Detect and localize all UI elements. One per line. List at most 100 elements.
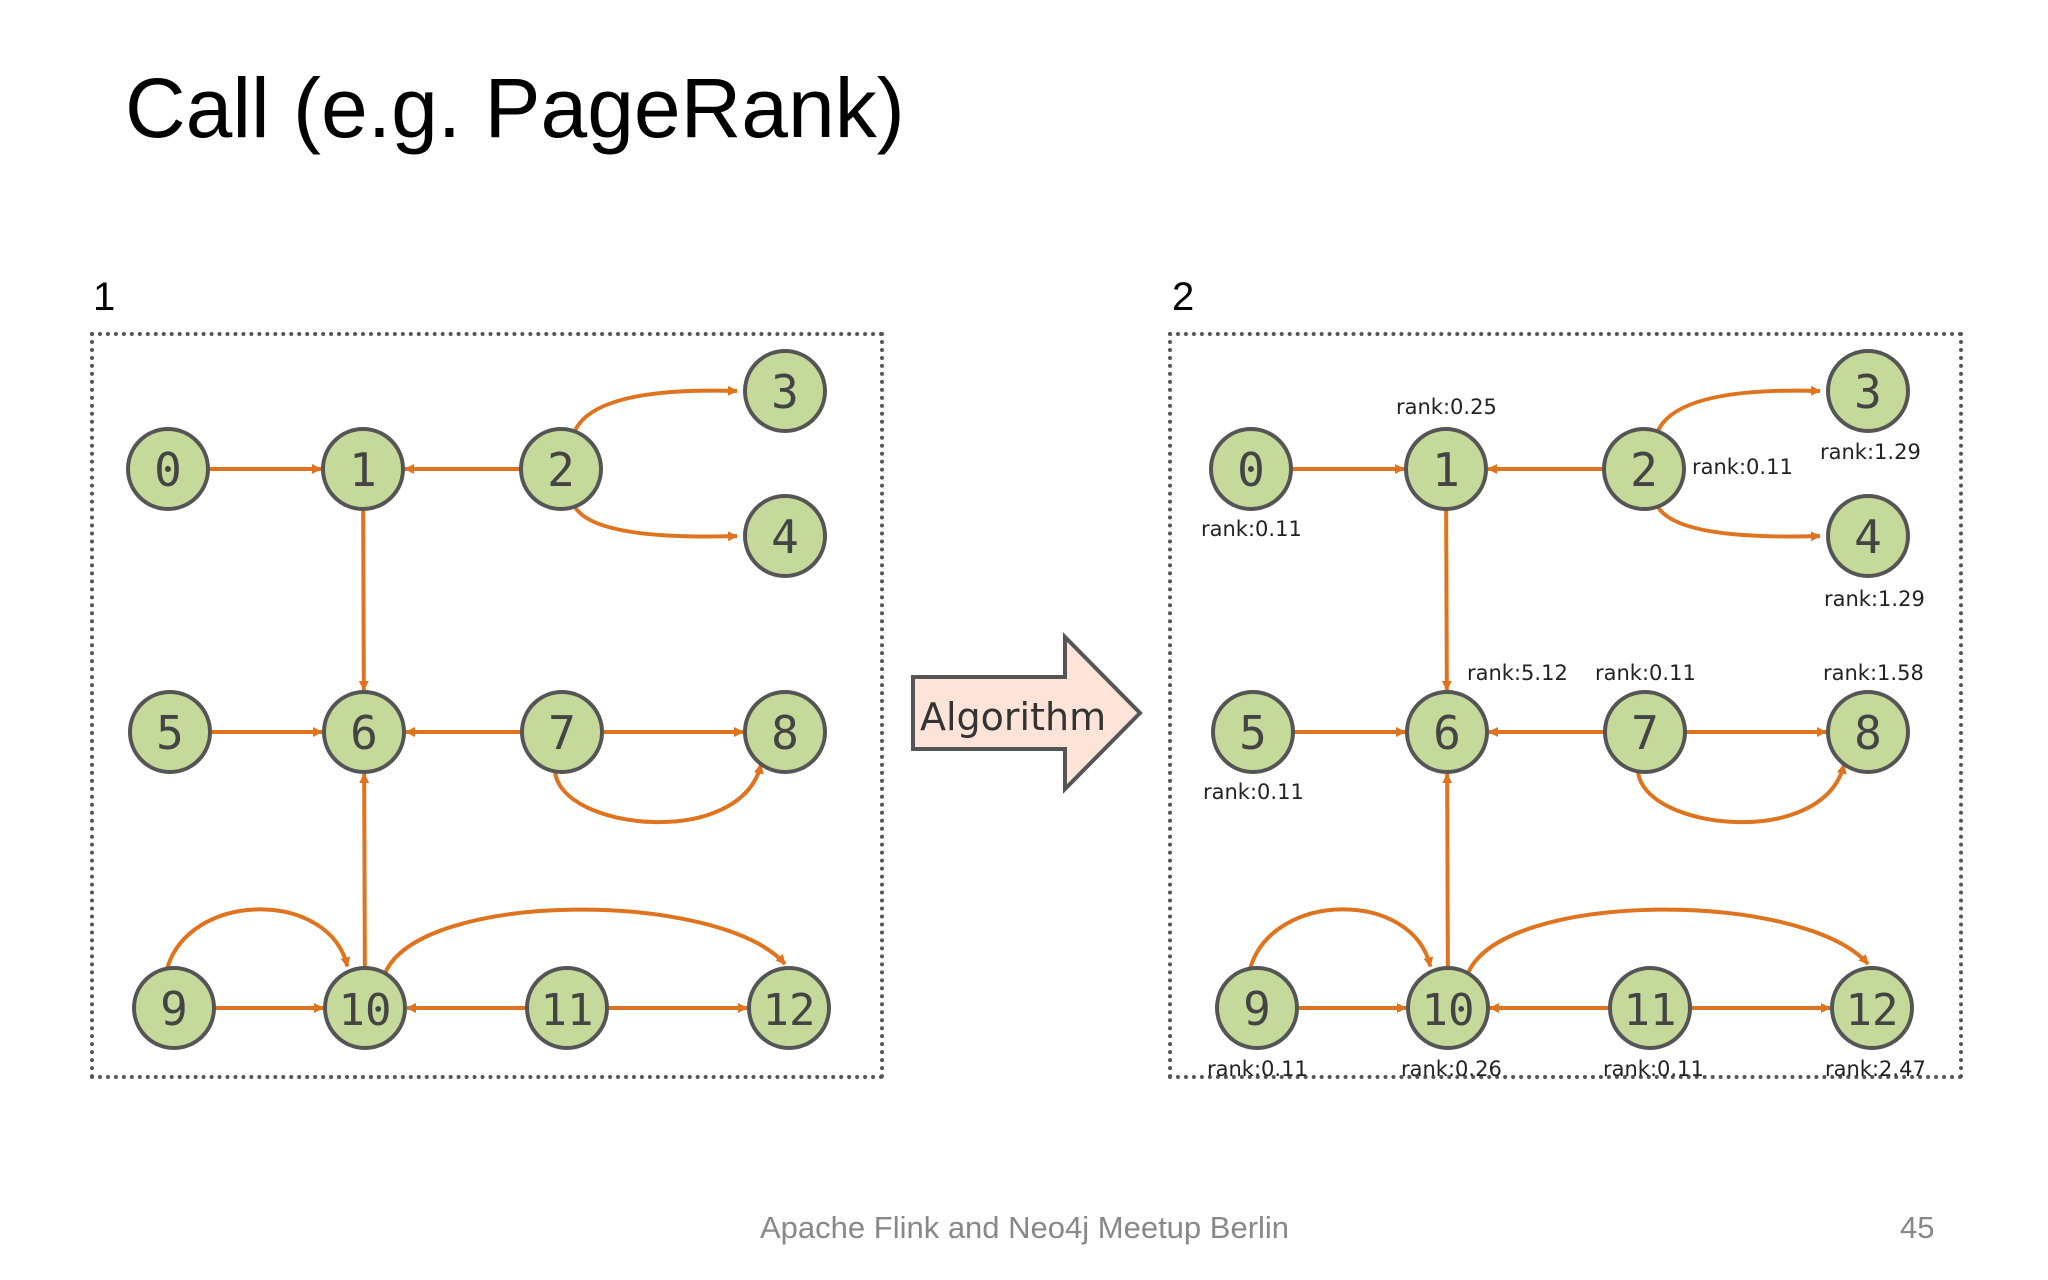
panel-2-edge-10-to-6 [1442, 773, 1453, 969]
panel-1-node-7-circle [520, 690, 604, 774]
panel-2-edge-2-to-3 [1655, 385, 1821, 433]
panel-1-node-10: 10 [323, 966, 407, 1050]
panel-1-edge-2-to-3 [572, 385, 738, 433]
panel-1-node-10-circle [323, 966, 407, 1050]
panel-1-node-9-circle [132, 966, 216, 1050]
panel-1-node-3-circle [743, 349, 827, 433]
panel-2-node-8: 8 [1826, 690, 1910, 774]
panel-2-node-6-label: 6 [1433, 706, 1461, 760]
rank-label-3: rank:1.29 [1820, 440, 1921, 464]
rank-label-7: rank:0.11 [1595, 661, 1696, 685]
rank-label-2: rank:0.11 [1692, 455, 1793, 479]
panel-2-node-0: 0 [1209, 427, 1293, 511]
panel-2-node-10-label: 10 [1422, 985, 1475, 1036]
panel-1-node-0-circle [126, 427, 210, 511]
panel-1-node-1: 1 [321, 427, 405, 511]
panel-2-node-12-circle [1830, 966, 1914, 1050]
panel-2-node-8-label: 8 [1854, 706, 1882, 760]
panel-2-node-2-circle [1602, 427, 1686, 511]
panel-2-node-6-circle [1405, 690, 1489, 774]
panel-1-node-3-label: 3 [771, 365, 799, 419]
panel-1-node-0: 0 [126, 427, 210, 511]
panel-1-node-6: 6 [322, 690, 406, 774]
panel-1-node-11-circle [525, 966, 609, 1050]
rank-label-9: rank:0.11 [1207, 1057, 1308, 1081]
panel-1-node-12-label: 12 [763, 985, 816, 1036]
panel-2-node-0-circle [1209, 427, 1293, 511]
panel-1-node-10-label: 10 [339, 985, 392, 1036]
panel-2-node-3-label: 3 [1854, 365, 1882, 419]
rank-label-6: rank:5.12 [1467, 661, 1568, 685]
slide-title: Call (e.g. PageRank) [125, 61, 905, 155]
panel-2-node-9: 9 [1215, 966, 1299, 1050]
panel-2-node-4-label: 4 [1854, 510, 1882, 564]
panel-1-node-12: 12 [747, 966, 831, 1050]
rank-label-8: rank:1.58 [1823, 661, 1924, 685]
panel-2-node-11-label: 11 [1624, 985, 1677, 1036]
panel-2-node-6: 6 [1405, 690, 1489, 774]
panel-2-node-11: 11 [1608, 966, 1692, 1050]
panel-1-edge-9-to-10 [165, 907, 351, 970]
panel-1-number: 1 [93, 275, 116, 319]
panel-1-node-4-circle [743, 494, 827, 578]
panel-1-edge-10-to-6 [359, 773, 370, 969]
panel-2-node-12-label: 12 [1846, 985, 1899, 1036]
panel-1-node-3: 3 [743, 349, 827, 433]
panel-1-node-6-circle [322, 690, 406, 774]
panel-1-node-4-label: 4 [771, 510, 799, 564]
panel-2-node-7-label: 7 [1631, 706, 1659, 760]
panel-2-node-1-circle [1404, 427, 1488, 511]
panel-1-node-2-circle [519, 427, 603, 511]
panel-1-node-1-circle [321, 427, 405, 511]
panel-1-node-11: 11 [525, 966, 609, 1050]
rank-label-5: rank:0.11 [1203, 780, 1304, 804]
rank-label-1: rank:0.25 [1396, 395, 1497, 419]
panel-2-edge-10-to-12 [1466, 907, 1870, 975]
edges-layer [165, 385, 1870, 1013]
panel-2-node-2-label: 2 [1630, 443, 1658, 497]
panel-1-node-2: 2 [519, 427, 603, 511]
panel-1-edge-2-to-4 [572, 505, 738, 542]
panel-2-node-4: 4 [1826, 494, 1910, 578]
panel-2-node-5-label: 5 [1239, 706, 1267, 760]
panel-1-node-7-label: 7 [548, 706, 576, 760]
panel-1-node-0-label: 0 [154, 443, 182, 497]
panel-2-node-9-label: 9 [1243, 982, 1271, 1036]
algorithm-arrow: Algorithm [911, 632, 1143, 794]
panel-1-node-7: 7 [520, 690, 604, 774]
panel-1-node-4: 4 [743, 494, 827, 578]
panel-2-box [1168, 332, 1963, 1079]
rank-label-4: rank:1.29 [1824, 587, 1925, 611]
panel-2-node-3-circle [1826, 349, 1910, 433]
panel-1-node-12-circle [747, 966, 831, 1050]
panel-2-node-8-circle [1826, 690, 1910, 774]
rank-label-11: rank:0.11 [1603, 1057, 1704, 1081]
panel-2-node-2: 2 [1602, 427, 1686, 511]
panel-1-edge-10-to-12 [383, 907, 787, 975]
panel-1-node-6-label: 6 [350, 706, 378, 760]
ranks-layer: rank:0.11 rank:0.25 rank:0.11 rank:1.29 rank… [1201, 395, 1926, 1081]
panel-2-number: 2 [1172, 275, 1195, 319]
rank-label-10: rank:0.26 [1401, 1057, 1502, 1081]
footer-text: Apache Flink and Neo4j Meetup Berlin [760, 1210, 1290, 1245]
algorithm-arrow-shape [911, 632, 1143, 794]
panel-2-node-11-circle [1608, 966, 1692, 1050]
panel-2-node-1-label: 1 [1432, 443, 1460, 497]
panel-1-node-5: 5 [128, 690, 212, 774]
panel-1-edge-1-to-6 [358, 508, 369, 691]
panel-2-node-10-circle [1406, 966, 1490, 1050]
panel-2-node-4-circle [1826, 494, 1910, 578]
panel-1-node-5-circle [128, 690, 212, 774]
panel-2-edge-9-to-10 [1248, 907, 1434, 970]
panel-2-edge-7-to-8 [1636, 763, 1847, 825]
rank-label-12: rank:2.47 [1825, 1057, 1926, 1081]
panel-2-edge-1-to-6 [1441, 508, 1452, 691]
panel-1-node-8-circle [743, 690, 827, 774]
panel-2-node-7-circle [1603, 690, 1687, 774]
panel-2-edge-2-to-4 [1655, 505, 1821, 542]
panel-2-node-5: 5 [1211, 690, 1295, 774]
panel-1-edge-7-to-8 [553, 763, 764, 825]
panel-1-node-5-label: 5 [156, 706, 184, 760]
